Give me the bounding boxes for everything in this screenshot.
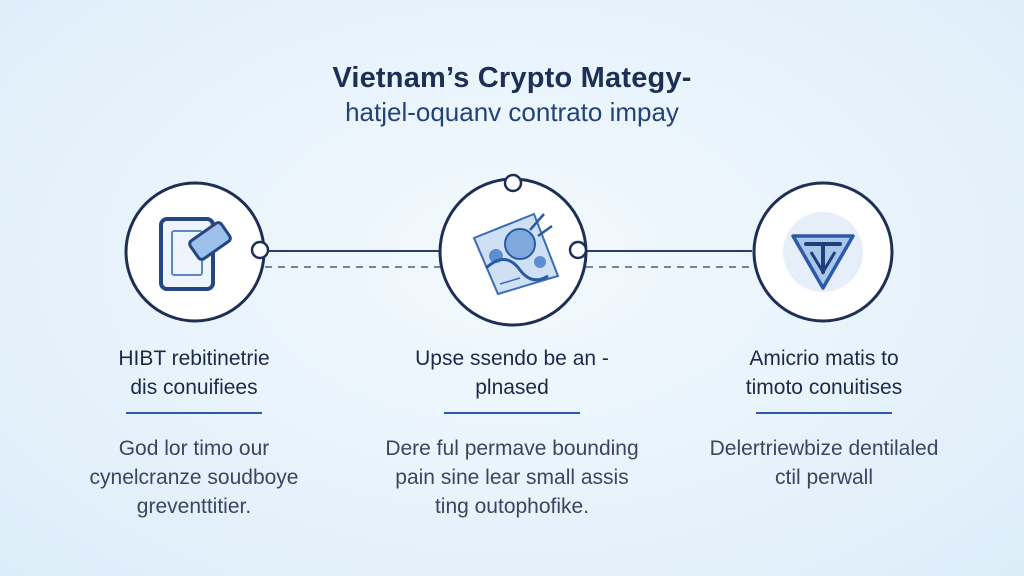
page-title: Vietnam’s Crypto Mategy- [332,62,692,94]
node-right-1 [250,240,270,260]
step-3-description: Delertriewbize dentilaled ctil perwall [674,434,974,492]
step-2-divider [444,412,580,414]
step-1-desc-line-2: cynelcranze soudboye [89,466,299,489]
step-2-heading: Upse ssendo be an - plnased [362,344,662,402]
step-1-desc-line-1: God lor timo our [118,437,270,460]
step-1-heading-line-1: HIBT rebitinetrie [118,347,270,370]
step-3-heading-line-1: Amicrio matis to [749,347,899,370]
step-2-desc-line-3: ting outophofike. [434,495,590,518]
network-map-icon [472,212,560,296]
step-1-desc-line-3: greventtitier. [136,495,252,518]
page-subtitle: hatjel-oquanv contrato impay [345,97,679,127]
shield-emblem-icon [783,212,863,292]
step-2-heading-line-1: Upse ssendo be an - [415,347,609,370]
step-3-desc-line-1: Delertriewbize dentilaled [709,437,939,460]
step-1-description: God lor timo our cynelcranze soudboye gr… [44,434,344,521]
step-3-divider [756,412,892,414]
node-right-2 [568,240,588,260]
step-1-divider [126,412,262,414]
document-card-icon [159,217,232,291]
node-top-2 [503,173,523,193]
step-2-heading-line-2: plnased [475,376,549,399]
step-3-desc-line-2: ctil perwall [774,466,874,489]
step-1-column: HIBT rebitinetrie dis conuifiees God lor… [44,344,344,521]
step-2-desc-line-2: pain sine lear small assis [395,466,629,489]
step-1-heading-line-2: dis conuifiees [130,376,258,399]
step-2-column: Upse ssendo be an - plnased Dere ful per… [362,344,662,521]
step-3-heading: Amicrio matis to timoto conuitises [674,344,974,402]
step-1-heading: HIBT rebitinetrie dis conuifiees [44,344,344,402]
step-2-desc-line-1: Dere ful permave bounding [385,437,639,460]
step-3-column: Amicrio matis to timoto conuitises Deler… [674,344,974,492]
step-2-description: Dere ful permave bounding pain sine lear… [362,434,662,521]
step-3-heading-line-2: timoto conuitises [745,376,903,399]
